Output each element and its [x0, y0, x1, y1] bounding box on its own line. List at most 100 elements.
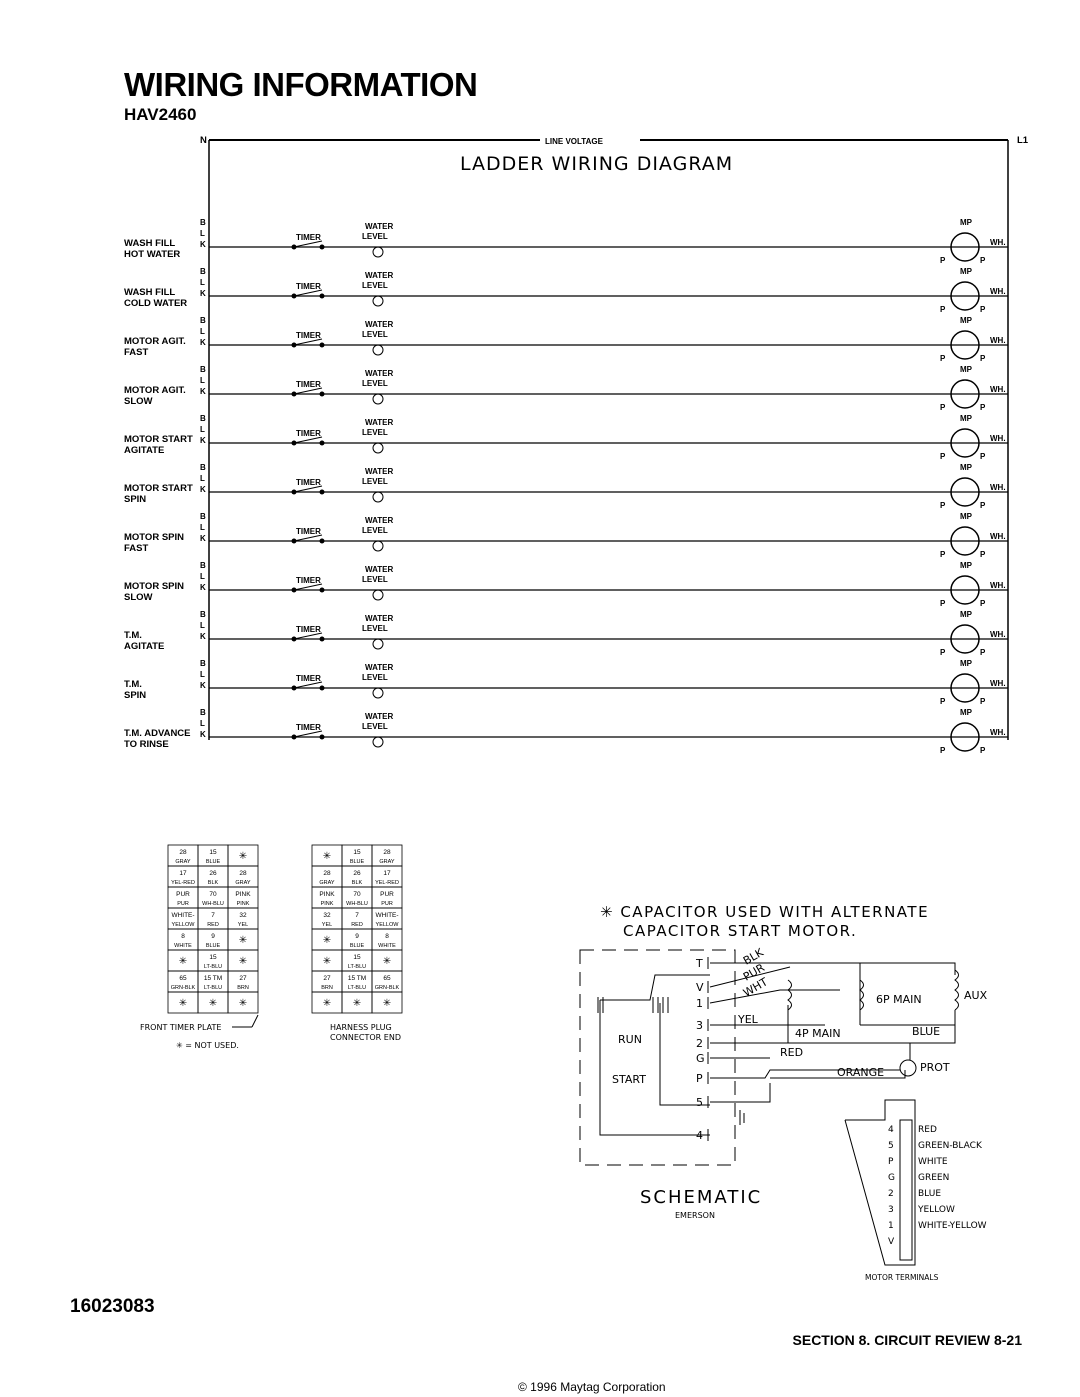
not-used-mark: ✳: [209, 998, 217, 1009]
plate-terminal: PINK: [235, 891, 251, 898]
motor-maker: EMERSON: [675, 1211, 715, 1220]
wh-label: WH.: [990, 483, 1006, 492]
p-label: P: [980, 746, 986, 755]
p-label: P: [940, 550, 946, 559]
p-label: P: [980, 697, 986, 706]
pump-motor: [950, 281, 980, 311]
plate-terminal: 28: [323, 870, 331, 877]
not-used-mark: ✳: [179, 998, 187, 1009]
schematic-terminal: 3: [696, 1019, 703, 1032]
harness-label-2: CONNECTOR END: [330, 1033, 401, 1042]
row-subname: SPIN: [124, 494, 146, 505]
block-wire-color: RED: [918, 1125, 937, 1135]
not-used-mark: ✳: [353, 998, 361, 1009]
block-terminal: G: [888, 1173, 895, 1183]
schematic-terminal: P: [696, 1072, 703, 1085]
plate-terminal: 26: [353, 870, 361, 877]
p-label: P: [980, 648, 986, 657]
plate-color: GRAY: [319, 880, 335, 886]
block-terminal: P: [888, 1157, 894, 1167]
not-used-mark: ✳: [239, 935, 247, 946]
wire-red: RED: [780, 1046, 803, 1059]
timer-label: TIMER: [296, 380, 321, 389]
level-label: LEVEL: [362, 281, 388, 290]
plate-terminal: 28: [239, 870, 247, 877]
level-switch: [372, 442, 384, 454]
blk-letter: B: [200, 267, 206, 276]
plate-terminal: 15 TM: [204, 975, 222, 982]
block-wire-color: BLUE: [918, 1189, 941, 1199]
blk-letter: L: [200, 425, 205, 434]
plate-terminal: 32: [239, 912, 247, 919]
blk-letter: L: [200, 376, 205, 385]
plate-terminal: WHITE-: [171, 912, 194, 919]
contact-dot: [319, 685, 325, 691]
timer-label: TIMER: [296, 723, 321, 732]
water-label: WATER: [365, 565, 394, 574]
motor-terminals-label: MOTOR TERMINALS: [865, 1273, 939, 1282]
pump-motor: [950, 575, 980, 605]
plate-color: PINK: [237, 901, 250, 907]
plate-terminal: 65: [179, 975, 187, 982]
p-label: P: [940, 697, 946, 706]
row-name: MOTOR START: [124, 434, 193, 445]
harness-plug: ✳15BLUE28GRAY28GRAY26BLK17YEL-REDPINKPIN…: [311, 844, 403, 1014]
p-label: P: [980, 256, 986, 265]
mp-label: MP: [960, 414, 973, 423]
plate-color: BLUE: [206, 943, 221, 949]
schematic-terminal: 5: [696, 1096, 703, 1109]
plate-color: GRAY: [379, 859, 395, 865]
blk-letter: L: [200, 474, 205, 483]
blk-letter: K: [200, 730, 206, 739]
ladder-wiring-diagram: N L1 LINE VOLTAGE LADDER WIRING DIAGRAM …: [124, 135, 1029, 755]
blk-letter: K: [200, 338, 206, 347]
row-name: T.M.: [124, 679, 142, 690]
blk-letter: B: [200, 463, 206, 472]
row-subname: TO RINSE: [124, 739, 169, 750]
plate-color: YEL: [238, 922, 248, 928]
plate-color: LT-BLU: [204, 964, 222, 970]
mp-label: MP: [960, 463, 973, 472]
plate-terminal: 28: [179, 849, 187, 856]
p-label: P: [980, 501, 986, 510]
plate-terminal: PINK: [319, 891, 335, 898]
blk-letter: L: [200, 621, 205, 630]
level-label: LEVEL: [362, 379, 388, 388]
plate-color: YEL-RED: [375, 880, 399, 886]
row-subname: FAST: [124, 347, 148, 358]
row-name: MOTOR SPIN: [124, 532, 184, 543]
not-used-mark: ✳: [239, 956, 247, 967]
schematic-terminal: T: [695, 957, 703, 970]
plate-terminal: 15: [353, 849, 361, 856]
row-name: WASH FILL: [124, 287, 175, 298]
pump-motor: [950, 624, 980, 654]
plate-color: GRAY: [175, 859, 191, 865]
row-name: MOTOR AGIT.: [124, 336, 186, 347]
level-switch: [372, 638, 384, 650]
plate-color: LT-BLU: [204, 985, 222, 991]
contact-blade: [293, 632, 323, 640]
pump-motor: [950, 673, 980, 703]
plate-color: BRN: [237, 985, 249, 991]
not-used-mark: ✳: [179, 956, 187, 967]
schematic-terminal: G: [696, 1052, 705, 1065]
wire-yel: YEL: [737, 1013, 759, 1026]
wh-label: WH.: [990, 679, 1006, 688]
schematic-terminal: 2: [696, 1037, 703, 1050]
mp-label: MP: [960, 512, 973, 521]
plate-terminal: 15: [209, 849, 217, 856]
contact-blade: [293, 730, 323, 738]
timer-label: TIMER: [296, 331, 321, 340]
p-label: P: [940, 746, 946, 755]
plate-color: BLK: [352, 880, 363, 886]
row-subname: SLOW: [124, 592, 153, 603]
pump-motor: [950, 232, 980, 262]
plate-color: BLUE: [206, 859, 221, 865]
wire-orange: ORANGE: [837, 1066, 884, 1079]
page-title: WIRING INFORMATION: [124, 66, 478, 103]
winding-4p-main: 4P MAIN: [795, 1027, 841, 1040]
p-label: P: [940, 501, 946, 510]
